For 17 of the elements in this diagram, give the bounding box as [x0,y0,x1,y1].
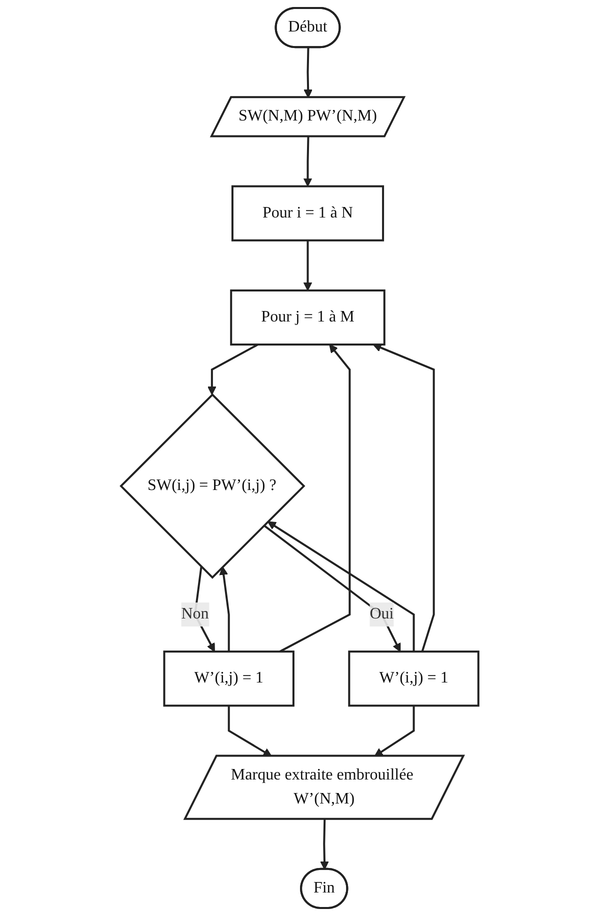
arrow [320,819,329,870]
arrow [219,566,230,652]
arrow [374,706,415,757]
node-diamond: SW(i,j) = PW’(i,j) ? [119,393,306,579]
arrow [303,240,312,291]
edge-label: Non [181,605,209,623]
arrow [303,48,312,98]
arrow [279,344,350,652]
arrow [372,344,435,652]
node-box: Pour j = 1 à M [230,289,386,346]
edge-label: Oui [370,605,394,623]
arrow [207,344,258,396]
arrow [228,706,272,757]
arrow [303,136,312,187]
node-box: W’(i,j) = 1 [348,650,480,707]
node-box: Pour i = 1 à N [231,185,384,242]
node-box: W’(i,j) = 1 [163,650,294,707]
